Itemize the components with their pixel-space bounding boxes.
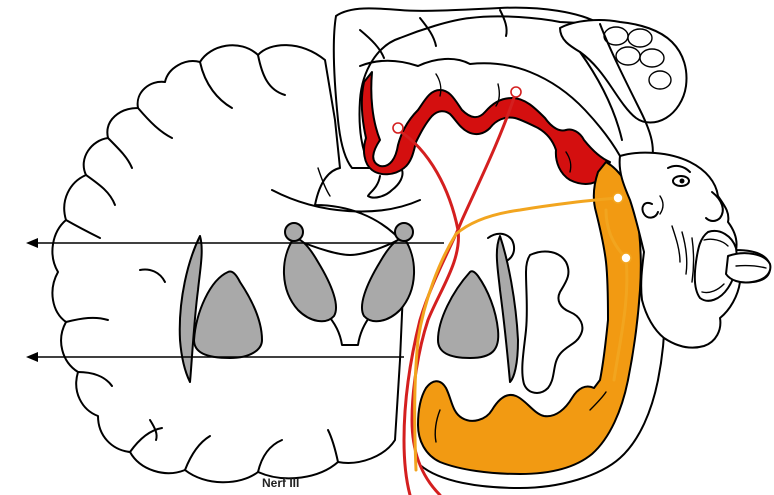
arrow-lower-head bbox=[26, 352, 38, 362]
homunculus-face-icon bbox=[620, 153, 771, 348]
right-insula bbox=[522, 251, 582, 392]
right-fornix-node bbox=[395, 223, 413, 241]
lower-node-2 bbox=[621, 253, 631, 263]
hand-outline bbox=[560, 20, 686, 123]
upper-node-1 bbox=[393, 123, 403, 133]
lower-node-1 bbox=[613, 193, 623, 203]
face-pupil bbox=[680, 179, 685, 184]
upper-node-2 bbox=[511, 87, 521, 97]
face-outline bbox=[620, 153, 770, 348]
arrow-upper-head bbox=[26, 238, 38, 248]
nerve-label: Nerf III bbox=[262, 476, 299, 490]
right-putamen bbox=[438, 271, 498, 358]
right-claustrum bbox=[497, 236, 518, 382]
left-fornix-node bbox=[285, 223, 303, 241]
